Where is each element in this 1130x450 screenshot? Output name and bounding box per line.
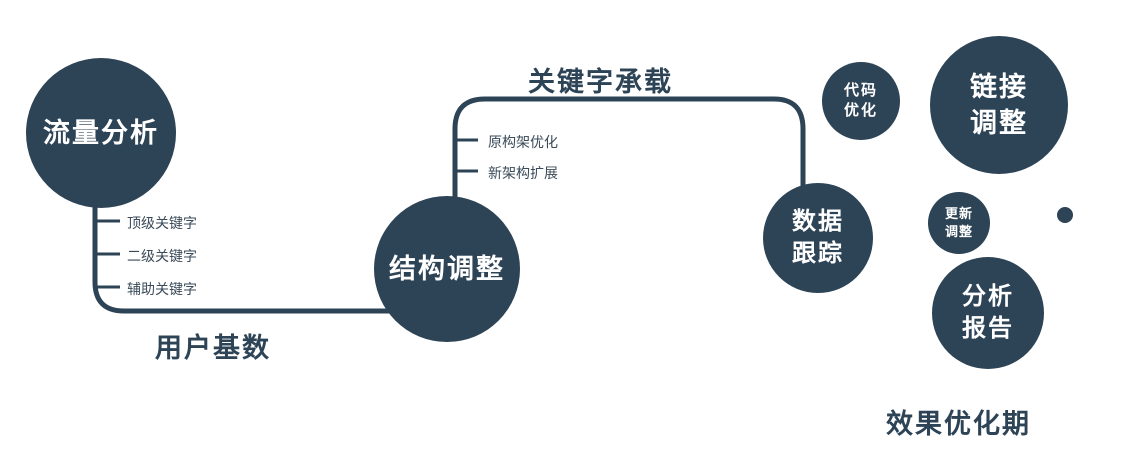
- branch-label-second-keywords: 二级关键字: [127, 248, 197, 264]
- edge-label-user-base: 用户基数: [155, 333, 271, 363]
- dot-marker: [1057, 207, 1073, 223]
- node-link-adjustment-line2: 调整: [970, 108, 1028, 138]
- node-code-optimization-line1: 代码: [843, 81, 878, 99]
- edge-structure-to-tracking: [452, 96, 806, 250]
- node-traffic-analysis-label: 流量分析: [43, 117, 159, 148]
- node-data-tracking-line2: 跟踪: [792, 240, 844, 267]
- branch-label-aux-keywords: 辅助关键字: [127, 281, 197, 297]
- node-update-adjustment-line2: 调整: [944, 224, 973, 239]
- node-analysis-report-line2: 报告: [962, 315, 1014, 342]
- node-update-adjustment-line1: 更新: [944, 206, 973, 222]
- edge-label-keyword-carrying: 关键字承载: [528, 67, 673, 97]
- node-analysis-report: 分析 报告: [932, 257, 1044, 369]
- node-analysis-report-line1: 分析: [962, 282, 1014, 310]
- edge-traffic-to-structure: [92, 150, 402, 314]
- node-code-optimization-line2: 优化: [843, 102, 878, 119]
- node-update-adjustment: 更新 调整: [928, 192, 990, 254]
- branch-label-top-keywords: 顶级关键字: [127, 215, 197, 231]
- node-traffic-analysis: 流量分析: [26, 58, 176, 208]
- branch-label-framework-expand: 新架构扩展: [488, 165, 558, 181]
- node-structure-adjustment-label: 结构调整: [389, 253, 505, 284]
- node-code-optimization: 代码 优化: [822, 62, 900, 140]
- branch-label-framework-opt: 原构架优化: [488, 134, 558, 150]
- node-link-adjustment: 链接 调整: [930, 36, 1068, 174]
- node-structure-adjustment: 结构调整: [374, 196, 520, 342]
- node-data-tracking-line1: 数据: [792, 207, 844, 235]
- footer-label-effect-optimization: 效果优化期: [886, 409, 1031, 439]
- node-link-adjustment-line1: 链接: [970, 71, 1028, 102]
- node-data-tracking: 数据 跟踪: [763, 183, 873, 293]
